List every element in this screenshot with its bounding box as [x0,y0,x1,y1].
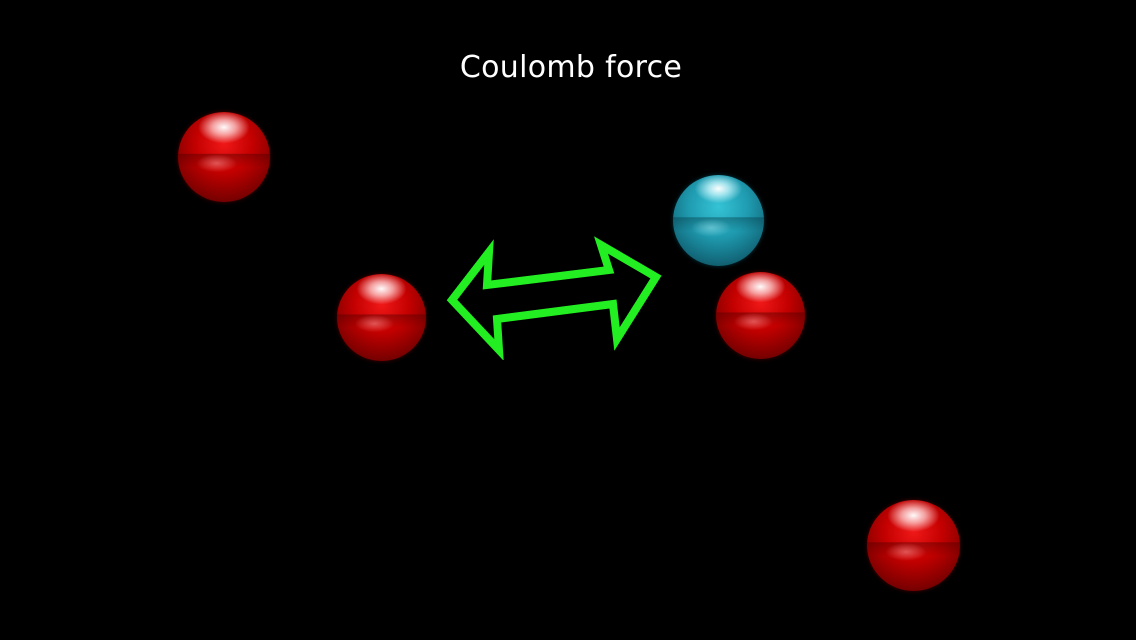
positive-particle-bottom-right [867,500,960,591]
negative-particle [673,175,764,266]
positive-particle-right [716,272,805,359]
double-headed-arrow-icon [446,236,662,360]
positive-particle-left [337,274,426,361]
positive-particle-top-left [178,112,270,202]
scene-title: Coulomb force [459,50,683,85]
force-arrow-shape [446,236,662,360]
